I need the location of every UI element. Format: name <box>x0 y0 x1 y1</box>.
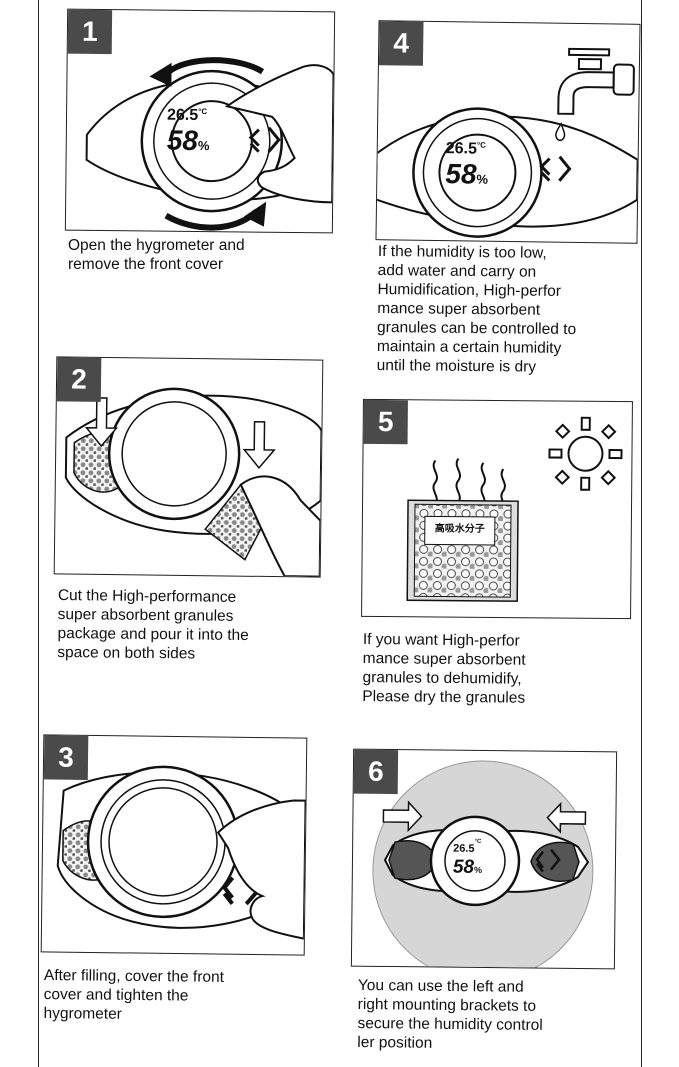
step-4-display: 26.5°C 58% <box>445 140 516 191</box>
step-1-caption: Open the hygrometer and remove the front… <box>68 237 245 273</box>
page-right-border <box>641 0 642 1067</box>
step-1-illustration <box>85 57 335 231</box>
step-4-temp-unit: °C <box>476 140 487 150</box>
step-3-caption: After filling, cover the front cover and… <box>43 966 225 1023</box>
step-3-panel: 3 <box>40 734 308 956</box>
step-6-panel: 6 26.5°C 58% <box>350 748 618 970</box>
step-1-humidity-reading: 58 <box>166 124 199 156</box>
step-6-temp-unit: °C <box>474 838 482 845</box>
step-1-panel: 1 26.5°C 58% <box>64 8 336 234</box>
step-1-display: 26.5°C 58% <box>167 107 238 158</box>
step-3-number-badge: 3 <box>43 735 89 780</box>
step-2-caption: Cut the High-performance super absorbent… <box>57 586 249 663</box>
step-4-humidity-reading: 58 <box>445 158 477 190</box>
step-1-temp-unit: °C <box>198 106 208 117</box>
step-5-package-label: 高吸水分子 <box>434 523 485 535</box>
step-6-humidity-reading: 58 <box>452 856 475 878</box>
step-6-humidity-unit: % <box>473 864 483 875</box>
step-3-illustration <box>56 765 307 940</box>
page-left-border <box>38 0 39 1067</box>
step-2-panel: 2 <box>53 356 324 578</box>
step-2-illustration <box>64 387 323 577</box>
step-6-caption: You can use the left and right mounting … <box>357 976 543 1052</box>
step-6-number-badge: 6 <box>353 749 399 795</box>
step-4-number-badge: 4 <box>378 21 424 66</box>
step-4-panel: 4 26.5°C 58% <box>375 20 641 244</box>
step-4-caption: If the humidity is too low, add water an… <box>376 242 577 376</box>
step-5-panel: 5 高吸水分子 <box>361 398 633 620</box>
step-6-illustration <box>372 760 594 969</box>
step-4-illustration <box>376 47 639 238</box>
step-1-temp-reading: 26.5 <box>166 106 199 124</box>
step-5-illustration <box>406 416 623 602</box>
step-4-humidity-unit: % <box>476 171 489 187</box>
step-2-number-badge: 2 <box>56 357 102 402</box>
step-1-number-badge: 1 <box>67 9 113 55</box>
step-6-temp-reading: 26.5 <box>453 842 475 855</box>
step-5-caption: If you want High-perfor mance super abso… <box>362 630 526 707</box>
step-1-humidity-unit: % <box>197 137 210 154</box>
step-4-temp-reading: 26.5 <box>445 140 478 158</box>
step-6-display: 26.5°C 58% <box>453 839 503 880</box>
step-5-number-badge: 5 <box>363 399 408 445</box>
